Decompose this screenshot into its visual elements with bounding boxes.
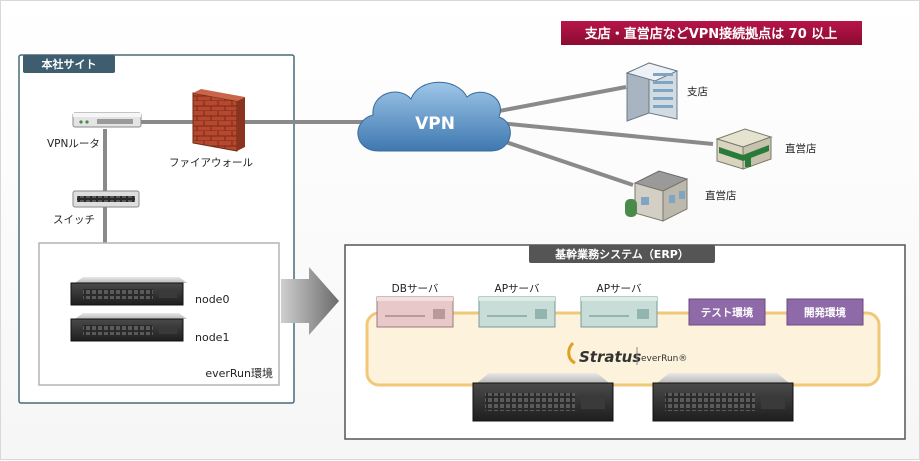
- vpn-store1-link: [498, 121, 714, 146]
- office-building-icon: [625, 62, 679, 122]
- node0-label: node0: [195, 293, 229, 306]
- erp-title: 基幹業務システム（ERP）: [554, 247, 689, 261]
- dev-environment-label: 開発環境: [804, 306, 846, 319]
- vpn-store2-link: [490, 135, 634, 187]
- ap-server-2-label: APサーバ: [597, 283, 642, 295]
- everrun-label: everRun環境: [205, 366, 273, 380]
- erp-server-2-icon: [652, 373, 794, 422]
- hq-title: 本社サイト: [42, 57, 97, 71]
- stratus-brand: Stratus: [579, 348, 641, 366]
- db-server-icon: [376, 296, 454, 328]
- ap-server-1-label: APサーバ: [495, 283, 540, 295]
- test-environment-label: テスト環境: [701, 306, 754, 319]
- stratus-logo: Stratus everRun®: [567, 341, 687, 366]
- vpn-cloud-icon: [357, 81, 511, 152]
- switch-icon: [72, 190, 140, 208]
- vpn-label: VPN: [415, 114, 455, 134]
- vpn-router-label: VPNルータ: [47, 138, 100, 150]
- server-node1-icon: [70, 313, 187, 342]
- vpn-sites-banner: 支店・直営店などVPN接続拠点は 70 以上: [561, 21, 862, 45]
- vpn-router-icon: [72, 112, 142, 128]
- dev-environment-badge: 開発環境: [786, 298, 864, 326]
- db-server-label: DBサーバ: [392, 283, 439, 295]
- site-label-branch: 支店: [687, 85, 708, 98]
- stratus-product: everRun®: [641, 354, 687, 364]
- banner-text: 支店・直営店などVPN接続拠点は 70 以上: [584, 26, 838, 42]
- node1-label: node1: [195, 331, 229, 344]
- ap-server-1-icon: [478, 296, 556, 328]
- test-environment-badge: テスト環境: [688, 298, 766, 326]
- firewall-label: ファイアウォール: [169, 157, 253, 169]
- site-label-store-1: 直営店: [785, 142, 817, 155]
- site-label-store-2: 直営店: [705, 189, 737, 202]
- migration-arrow-icon: [281, 267, 339, 335]
- store-icon: [715, 128, 773, 170]
- server-node0-icon: [70, 277, 187, 306]
- vpn-branch-link: [498, 85, 627, 113]
- erp-server-1-icon: [472, 373, 614, 422]
- switch-label: スイッチ: [53, 214, 95, 226]
- firewall-icon: [192, 89, 245, 152]
- ap-server-2-icon: [580, 296, 658, 328]
- house-store-icon: [625, 170, 689, 222]
